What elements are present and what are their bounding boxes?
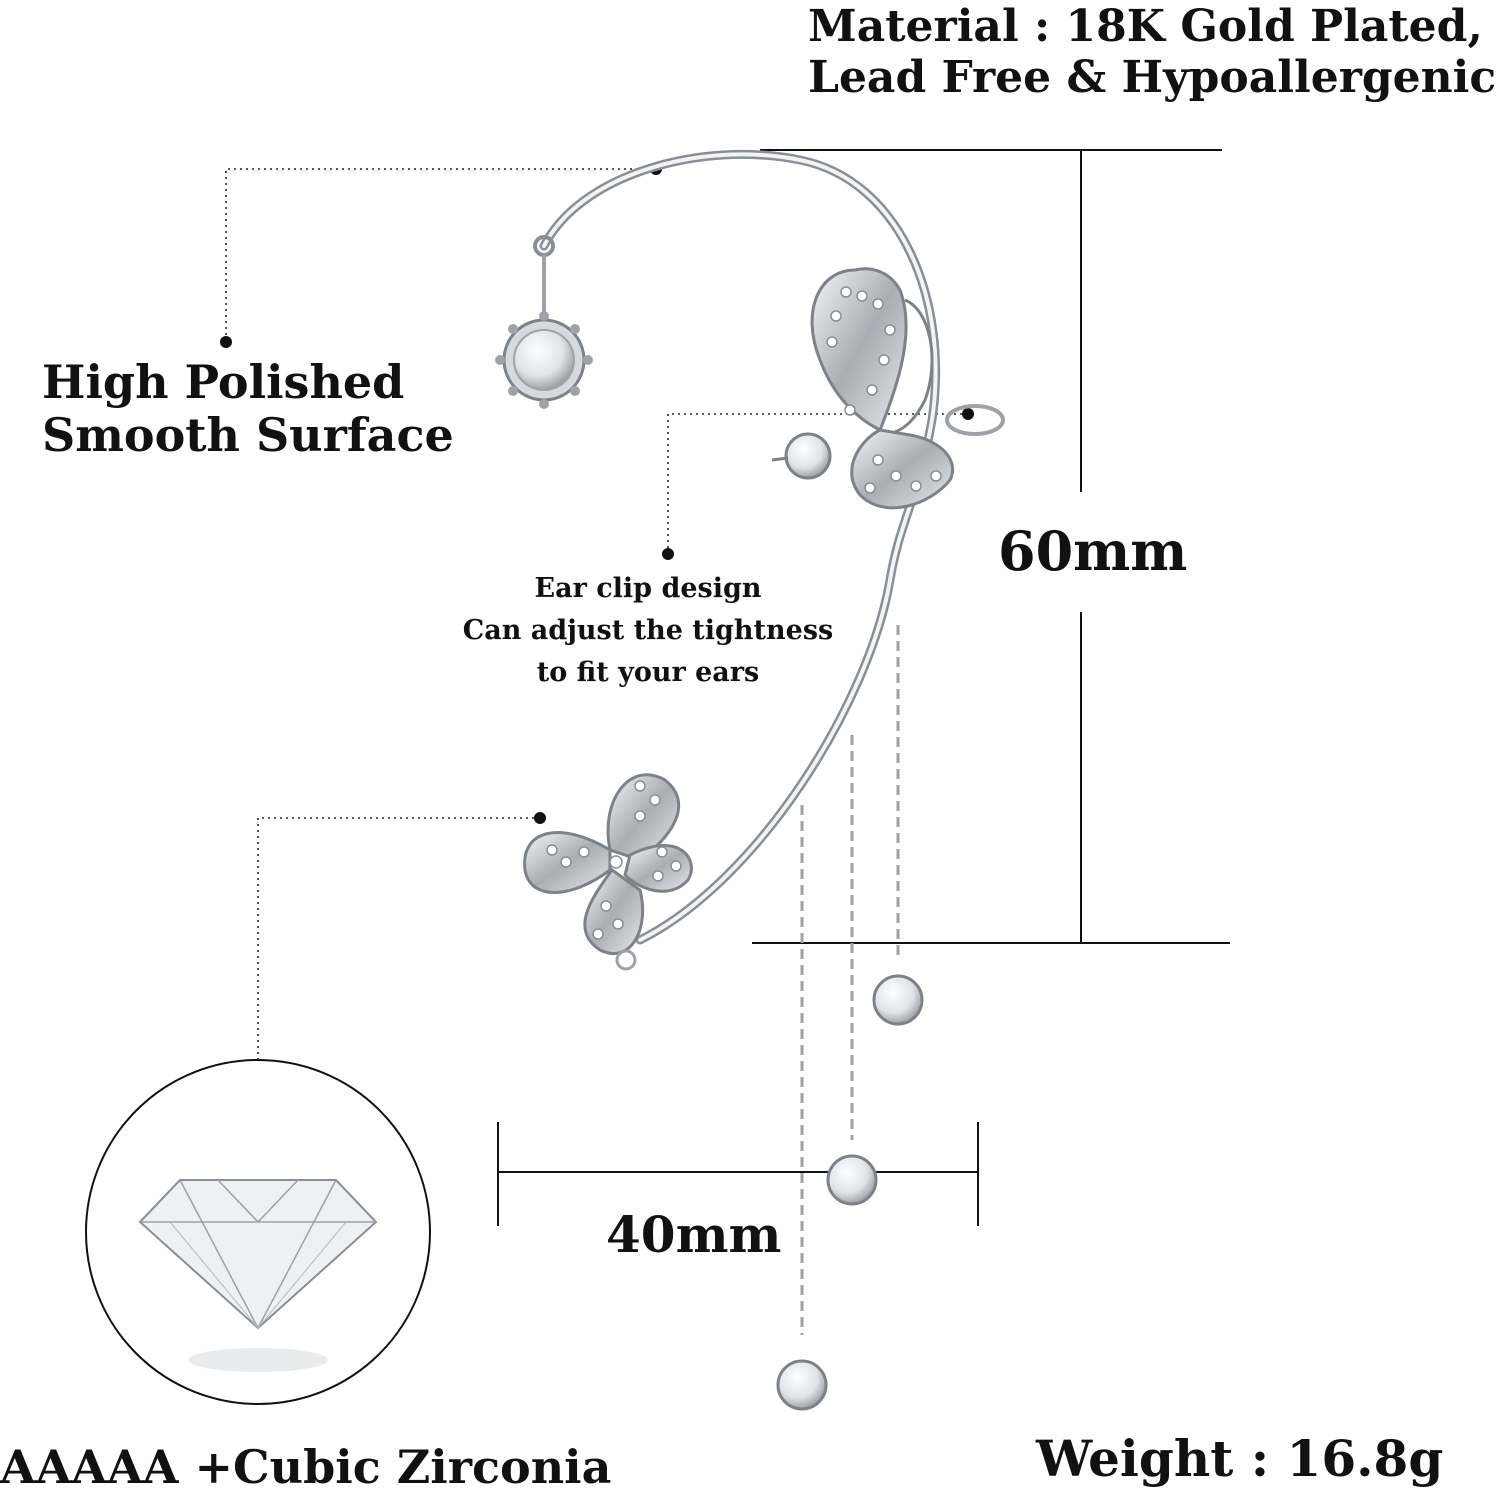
chain-tassels [800, 625, 900, 1335]
hanging-crystal [495, 255, 593, 409]
ear-clip-line-1: Ear clip design [534, 573, 762, 604]
callout-dots [220, 163, 974, 824]
ear-clip-line-2: Can adjust the tightness [462, 614, 834, 646]
gem-detail-circle [85, 1059, 431, 1405]
ear-clip-line-3: to fit your ears [536, 656, 760, 688]
material-description: Material : 18K Gold Plated, Lead Free & … [808, 1, 1496, 103]
ear-clip-description: Ear clip design Can adjust the tightness… [462, 568, 834, 694]
flower-ornament [523, 773, 693, 971]
height-dimension-label: 60mm [998, 519, 1188, 583]
material-line-1: Material : 18K Gold Plated, [808, 1, 1483, 52]
surface-line-1: High Polished [42, 355, 405, 409]
callout-leaders [225, 168, 968, 1072]
stone-label: AAAAA +Cubic Zirconia [0, 1440, 612, 1494]
material-line-2: Lead Free & Hypoallergenic [808, 51, 1496, 103]
tassel-crystals [776, 974, 924, 1411]
surface-line-2: Smooth Surface [42, 407, 454, 462]
height-dimension-lines [752, 149, 1230, 944]
width-dimension-label: 40mm [606, 1205, 782, 1264]
surface-description: High Polished Smooth Surface [42, 356, 454, 462]
weight-label: Weight : 16.8g [1036, 1429, 1444, 1488]
butterfly-ornament [771, 267, 1005, 510]
width-dimension-lines [497, 1122, 979, 1226]
